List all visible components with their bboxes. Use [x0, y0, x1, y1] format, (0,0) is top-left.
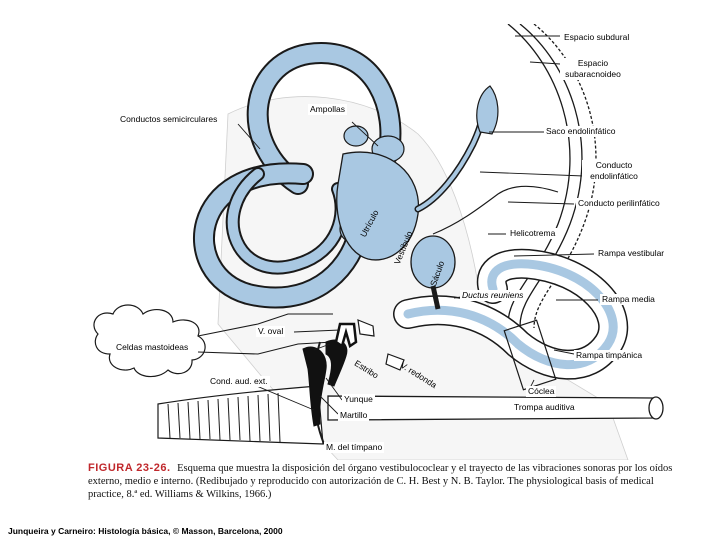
- caption-text: Esquema que muestra la disposición del ó…: [88, 463, 672, 500]
- label-celdas-mastoideas: Celdas mastoideas: [114, 342, 190, 353]
- source-credit: Junqueira y Carneiro: Histología básica,…: [8, 526, 283, 536]
- auditory-tube: [328, 396, 663, 420]
- mastoid-cells: [94, 305, 205, 377]
- label-conducto-perilinfatico: Conducto perilinfático: [576, 198, 662, 209]
- figure-number: FIGURA 23-26.: [88, 462, 171, 474]
- endolymphatic-sac: [477, 86, 498, 134]
- label-espacio-subaracnoideo: Espacio subaracnoideo: [560, 58, 626, 80]
- label-m-timpano: M. del tímpano: [324, 442, 384, 453]
- label-martillo: Martillo: [338, 410, 369, 421]
- label-ampollas: Ampollas: [308, 104, 347, 115]
- label-conducto-endolinfatico: Conducto endolinfático: [582, 160, 646, 182]
- label-ductus-reuniens: Ductus reuniens: [460, 290, 525, 301]
- label-rampa-media: Rampa media: [600, 294, 657, 305]
- label-rampa-timpanica: Rampa timpánica: [574, 350, 644, 361]
- label-cond-aud-ext: Cond. aud. ext.: [208, 376, 270, 387]
- ear-diagram-drawing: [88, 24, 678, 460]
- ear-diagram: Espacio subdural Espacio subaracnoideo A…: [88, 24, 678, 460]
- label-v-oval: V. oval: [256, 326, 285, 337]
- label-espacio-subdural: Espacio subdural: [562, 32, 631, 43]
- label-rampa-vestibular: Rampa vestibular: [596, 248, 666, 259]
- label-saco-endolinfatico: Saco endolinfático: [544, 126, 617, 137]
- external-canal: [158, 386, 323, 444]
- label-helicotrema: Helicotrema: [508, 228, 557, 239]
- label-conductos-semicirculares: Conductos semicirculares: [118, 114, 219, 125]
- label-coclea: Cóclea: [526, 386, 556, 397]
- label-yunque: Yunque: [342, 394, 375, 405]
- label-trompa-auditiva: Trompa auditiva: [512, 402, 577, 413]
- figure-caption: FIGURA 23-26. Esquema que muestra la dis…: [88, 462, 680, 501]
